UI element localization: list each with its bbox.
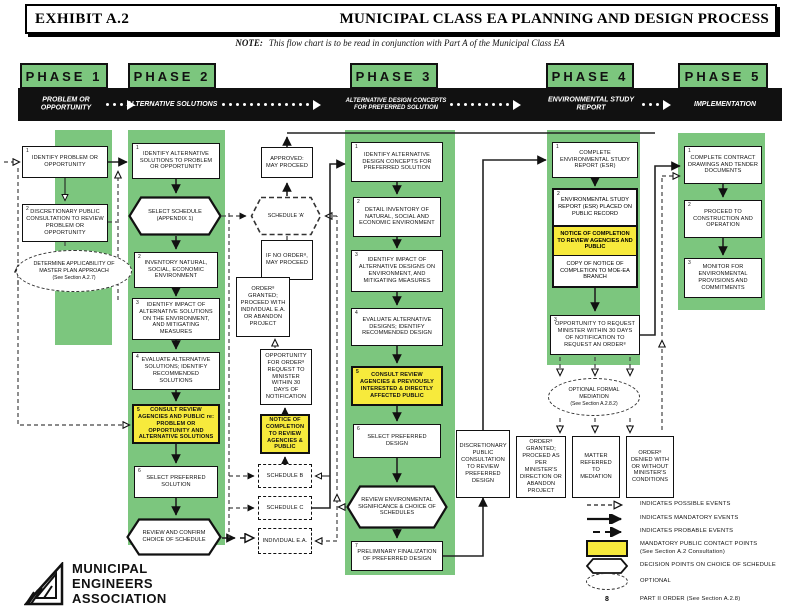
p4-notice-completion-box: NOTICE OF COMPLETION TO REVIEW AGENCIES … (554, 226, 636, 256)
phase-5-header: PHASE 5 (678, 63, 768, 89)
mid-schedule-b-box: SCHEDULE B (258, 464, 312, 488)
phase-1-header: PHASE 1 (20, 63, 108, 89)
decision-hexagon-icon (584, 558, 630, 574)
mid-schedule-c-box: SCHEDULE C (258, 496, 312, 520)
p2-select-schedule-hexagon: SELECT SCHEDULE (APPENDIX 1) (128, 196, 222, 236)
p4-order-granted-box: ORDER⁸ GRANTED; PROCEED AS PER MINISTER'… (516, 436, 566, 498)
note-label: NOTE: (235, 38, 263, 48)
mandatory-contact-swatch-icon (586, 540, 628, 557)
phase-band: PROBLEM OR OPPORTUNITY ALTERNATIVE SOLUT… (18, 88, 782, 121)
possible-events-arrow-icon (584, 500, 630, 510)
band-arrow-4-icon (642, 99, 671, 110)
mid-schedule-a-hexagon: SCHEDULE 'A' (250, 196, 322, 236)
legend-decision-points: DECISION POINTS ON CHOICE OF SCHEDULE (584, 558, 776, 574)
note-text: This flow chart is to be read in conjunc… (268, 38, 565, 48)
mid34-discretionary-consultation-box: DISCRETIONARY PUBLIC CONSULTATION TO REV… (456, 430, 510, 498)
band-label-phase2: ALTERNATIVE SOLUTIONS (126, 100, 218, 108)
band-label-phase1: PROBLEM OR OPPORTUNITY (40, 96, 92, 112)
mid-individual-ea-box: INDIVIDUAL E.A. (258, 528, 312, 554)
legend-optional: OPTIONAL (584, 573, 671, 590)
band-label-phase3: ALTERNATIVE DESIGN CONCEPTS FOR PREFERRE… (345, 97, 447, 111)
p4-copy-notice-box: COPY OF NOTICE OF COMPLETION TO MOE-EA B… (560, 260, 630, 281)
band-arrow-2-icon (222, 99, 321, 110)
band-label-phase4: ENVIRONMENTAL STUDY REPORT (547, 96, 635, 112)
p4-optional-mediation-ellipse: OPTIONAL FORMAL MEDIATION(See Section A.… (548, 378, 640, 416)
mea-logo: MUNICIPAL ENGINEERS ASSOCIATION (24, 561, 167, 607)
legend-contact-points: MANDATORY PUBLIC CONTACT POINTS(See Sect… (584, 540, 757, 557)
p2-review-confirm-schedule-hexagon: REVIEW AND CONFIRM CHOICE OF SCHEDULE (126, 518, 222, 556)
band-arrow-1-icon (106, 99, 135, 110)
probable-events-arrow-icon (584, 527, 630, 537)
p4-order-denied-box: ORDER⁸ DENIED WITH OR WITHOUT MINISTER'S… (626, 436, 674, 498)
band-arrow-3-icon (450, 99, 521, 110)
mid-opportunity-order-box: OPPORTUNITY FOR ORDER⁸ REQUEST TO MINIST… (260, 349, 312, 405)
mid-notice-completion-box: NOTICE OF COMPLETION TO REVIEW AGENCIES … (260, 414, 310, 454)
page-title: MUNICIPAL CLASS EA PLANNING AND DESIGN P… (339, 10, 769, 27)
mid-approved-proceed-box: APPROVED: MAY PROCEED (261, 147, 313, 178)
mea-logo-text: MUNICIPAL ENGINEERS ASSOCIATION (72, 561, 167, 606)
p3-review-significance-hexagon: REVIEW ENVIRONMENTAL SIGNIFICANCE & CHOI… (346, 485, 448, 529)
title-bar: EXHIBIT A.2 MUNICIPAL CLASS EA PLANNING … (25, 4, 777, 34)
p4-matter-referred-box: MATTER REFERRED TO MEDIATION (572, 436, 620, 498)
band-label-phase5: IMPLEMENTATION (694, 100, 756, 108)
mea-logo-mark-icon (24, 562, 64, 606)
legend-possible-events: INDICATES POSSIBLE EVENTS (584, 500, 731, 510)
mid-order-granted-box: ORDER⁸ GRANTED; PROCEED WITH INDIVIDUAL … (236, 277, 290, 337)
note-line: NOTE: This flow chart is to be read in co… (150, 38, 650, 48)
optional-ellipse-icon (586, 573, 628, 590)
mid-if-no-order-box: IF NO ORDER⁸, MAY PROCEED (261, 240, 313, 280)
mandatory-events-arrow-icon (584, 514, 630, 524)
legend-mandatory-events: INDICATES MANDATORY EVENTS (584, 514, 738, 524)
legend-part2-order: 8 PART II ORDER (See Section A.2.8) (605, 596, 741, 604)
p1-master-plan-ellipse: DETERMINE APPLICABILITY OF MASTER PLAN A… (16, 250, 132, 292)
legend-probable-events: INDICATES PROBABLE EVENTS (584, 527, 733, 537)
exhibit-label: EXHIBIT A.2 (35, 10, 130, 27)
